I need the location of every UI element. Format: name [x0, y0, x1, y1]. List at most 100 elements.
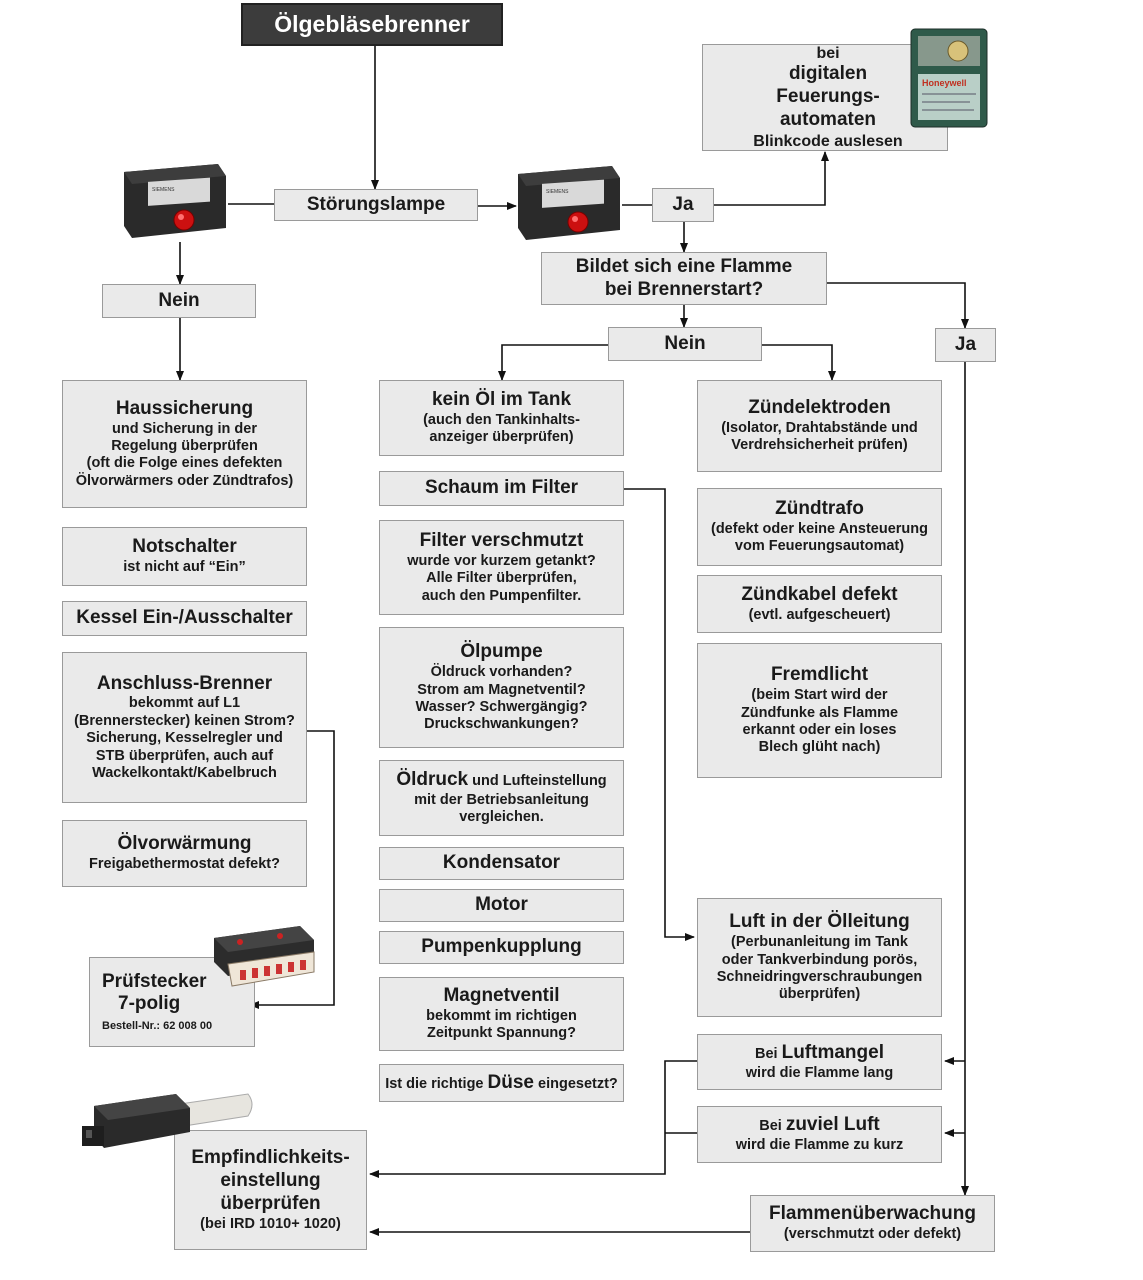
duese-b: Düse [487, 1071, 534, 1093]
empfindlichkeit-t3: überprüfen [220, 1192, 321, 1214]
luftmangel-box: Bei Luftmangel wird die Flamme lang [697, 1034, 942, 1090]
arrow-anschluss-pruef [249, 730, 335, 1009]
pruefstecker-image [210, 920, 320, 988]
fremdlicht-title: Fremdlicht [770, 664, 869, 686]
haussicherung-s3: (oft die Folge eines defekten [86, 455, 283, 472]
ja-right-box: Ja [935, 328, 996, 362]
luftmangel-heading: Bei Luftmangel [755, 1042, 884, 1065]
oelvorwaermung-sub: Freigabethermostat defekt? [89, 856, 280, 873]
fremdlicht-box: Fremdlicht (beim Start wird der Zündfunk… [697, 643, 942, 778]
anschluss-s5: Wackelkontakt/Kabelbruch [92, 764, 277, 781]
oelpumpe-s2: Strom am Magnetventil? [417, 681, 586, 698]
pruefstecker-box: Prüfstecker 7-polig Bestell-Nr.: 62 008 … [89, 957, 255, 1047]
nein-mid-box: Nein [608, 327, 762, 361]
schaum-text: Schaum im Filter [424, 477, 579, 499]
zuendtrafo-title: Zündtrafo [775, 498, 864, 520]
empfindlichkeit-sub: (bei IRD 1010+ 1020) [200, 1215, 341, 1232]
oelvorwaermung-title: Ölvorwärmung [117, 833, 252, 855]
kessel-text: Kessel Ein-/Ausschalter [76, 607, 293, 629]
fremdlicht-s2: Zündfunke als Flamme [740, 704, 899, 721]
stoerungslampe-text: Störungslampe [306, 193, 446, 215]
flammenueberwachung-sub: (verschmutzt oder defekt) [783, 1226, 962, 1243]
empfindlichkeit-box: Empfindlichkeits- einstellung überprüfen… [174, 1130, 367, 1250]
pruefstecker-sub: Bestell-Nr.: 62 008 00 [102, 1020, 213, 1033]
magnetventil-box: Magnetventil bekommt im richtigen Zeitpu… [379, 977, 624, 1051]
honeywell-brand-text: Honeywell [922, 78, 967, 88]
kondensator-box: Kondensator [379, 847, 624, 880]
left-siemens-brand-text: SIEMENS [152, 187, 175, 193]
controller-device-icon: SIEMENS [518, 166, 620, 240]
oeldruck-title-rest: und Lufteinstellung [468, 773, 607, 790]
motor-box: Motor [379, 889, 624, 922]
kein-oel-title: kein Öl im Tank [431, 389, 572, 411]
test-plug-icon [214, 926, 315, 987]
zuendkabel-sub: (evtl. aufgescheuert) [748, 606, 891, 623]
haussicherung-title: Haussicherung [115, 397, 254, 419]
zuendkabel-title: Zündkabel defekt [741, 583, 898, 605]
fremdlicht-s1: (beim Start wird der [751, 687, 888, 704]
luft-oelleitung-box: Luft in der Ölleitung (Perbunanleitung i… [697, 898, 942, 1017]
anschluss-s4: STB überprüfen, auch auf [95, 747, 274, 764]
magnetventil-s2: Zeitpunkt Spannung? [426, 1025, 576, 1042]
magnetventil-title: Magnetventil [443, 985, 560, 1007]
duese-c: eingesetzt? [534, 1075, 618, 1092]
right-siemens-brand-text: SIEMENS [546, 189, 569, 195]
oeldruck-heading: Öldruck und Lufteinstellung [396, 769, 606, 792]
luft-oelleitung-title: Luft in der Ölleitung [729, 911, 910, 933]
ja-right-text: Ja [954, 333, 977, 355]
pruefstecker-t2: 7-polig [118, 993, 181, 1015]
filter-s2: Alle Filter überprüfen, [426, 570, 577, 587]
oeldruck-s2: vergleichen. [459, 809, 544, 826]
filter-s3: auch den Pumpenfilter. [421, 587, 582, 604]
ja-top-box: Ja [652, 188, 714, 222]
anschluss-box: Anschluss-Brenner bekommt auf L1 (Brenne… [62, 652, 307, 803]
arrow-nein-zuend [762, 344, 836, 381]
kein-oel-s2: anzeiger überprüfen) [429, 429, 574, 446]
duese-box: Ist die richtige Düse eingesetzt? [379, 1064, 624, 1102]
nein-left-box: Nein [102, 284, 256, 318]
line-luftmangel-loop [369, 1060, 697, 1178]
luft-oelleitung-s4: überprüfen) [778, 986, 861, 1003]
luftmangel-sub: wird die Flamme lang [745, 1064, 894, 1081]
haussicherung-s4: Ölvorwärmers oder Zündtrafos) [75, 472, 294, 489]
luft-oelleitung-s1: (Perbunanleitung im Tank [731, 934, 908, 951]
honeywell-controller-image: Honeywell [908, 26, 990, 130]
oelpumpe-box: Ölpumpe Öldruck vorhanden? Strom am Magn… [379, 627, 624, 748]
flamme-l2: bei Brennerstart? [604, 278, 764, 300]
luftmangel-a: Bei [755, 1045, 782, 1062]
digital-l1: bei [816, 45, 840, 63]
digital-box: bei digitalen Feuerungs- automaten Blink… [702, 44, 948, 151]
flamme-box: Bildet sich eine Flamme bei Brennerstart… [541, 252, 827, 305]
luft-oelleitung-s2: oder Tankverbindung porös, [721, 951, 918, 968]
oelpumpe-s1: Öldruck vorhanden? [430, 664, 573, 681]
oelvorwaermung-box: Ölvorwärmung Freigabethermostat defekt? [62, 820, 307, 887]
anschluss-s3: Sicherung, Kesselregler und [86, 730, 283, 747]
kondensator-text: Kondensator [442, 852, 561, 874]
arrow-schaum-luft [624, 488, 695, 941]
oeldruck-title: Öldruck [396, 769, 469, 791]
luftmangel-b: Luftmangel [781, 1041, 884, 1063]
empfindlichkeit-t2: einstellung [220, 1169, 321, 1191]
anschluss-title: Anschluss-Brenner [96, 672, 273, 694]
arrow-ja-digital [714, 151, 829, 206]
ja-top-text: Ja [672, 193, 694, 215]
honeywell-device-icon: Honeywell [910, 28, 988, 128]
zuendtrafo-s1: (defekt oder keine Ansteuerung [710, 521, 928, 537]
right-controller-image: SIEMENS [512, 160, 624, 244]
zuviel-luft-b: zuviel Luft [785, 1114, 880, 1136]
flamme-l1: Bildet sich eine Flamme [575, 255, 793, 277]
zuendelektroden-title: Zündelektroden [748, 397, 891, 419]
nein-mid-text: Nein [664, 332, 706, 354]
stoerungslampe-box: Störungslampe [274, 189, 478, 221]
oeldruck-box: Öldruck und Lufteinstellung mit der Betr… [379, 760, 624, 836]
filter-s1: wurde vor kurzem getankt? [407, 552, 596, 569]
haussicherung-box: Haussicherung und Sicherung in der Regel… [62, 380, 307, 508]
anschluss-s1: bekommt auf L1 [128, 695, 241, 712]
fremdlicht-s4: Blech glüht nach) [758, 739, 881, 756]
notschalter-sub: ist nicht auf “Ein” [123, 559, 246, 576]
oelpumpe-s3: Wasser? Schwergängig? [415, 698, 588, 715]
empfindlichkeit-t1: Empfindlichkeits- [191, 1147, 350, 1169]
oelpumpe-s4: Druckschwankungen? [424, 716, 579, 733]
zuendtrafo-box: Zündtrafo (defekt oder keine Ansteuerung… [697, 488, 942, 566]
haussicherung-s1: und Sicherung in der [111, 420, 257, 437]
